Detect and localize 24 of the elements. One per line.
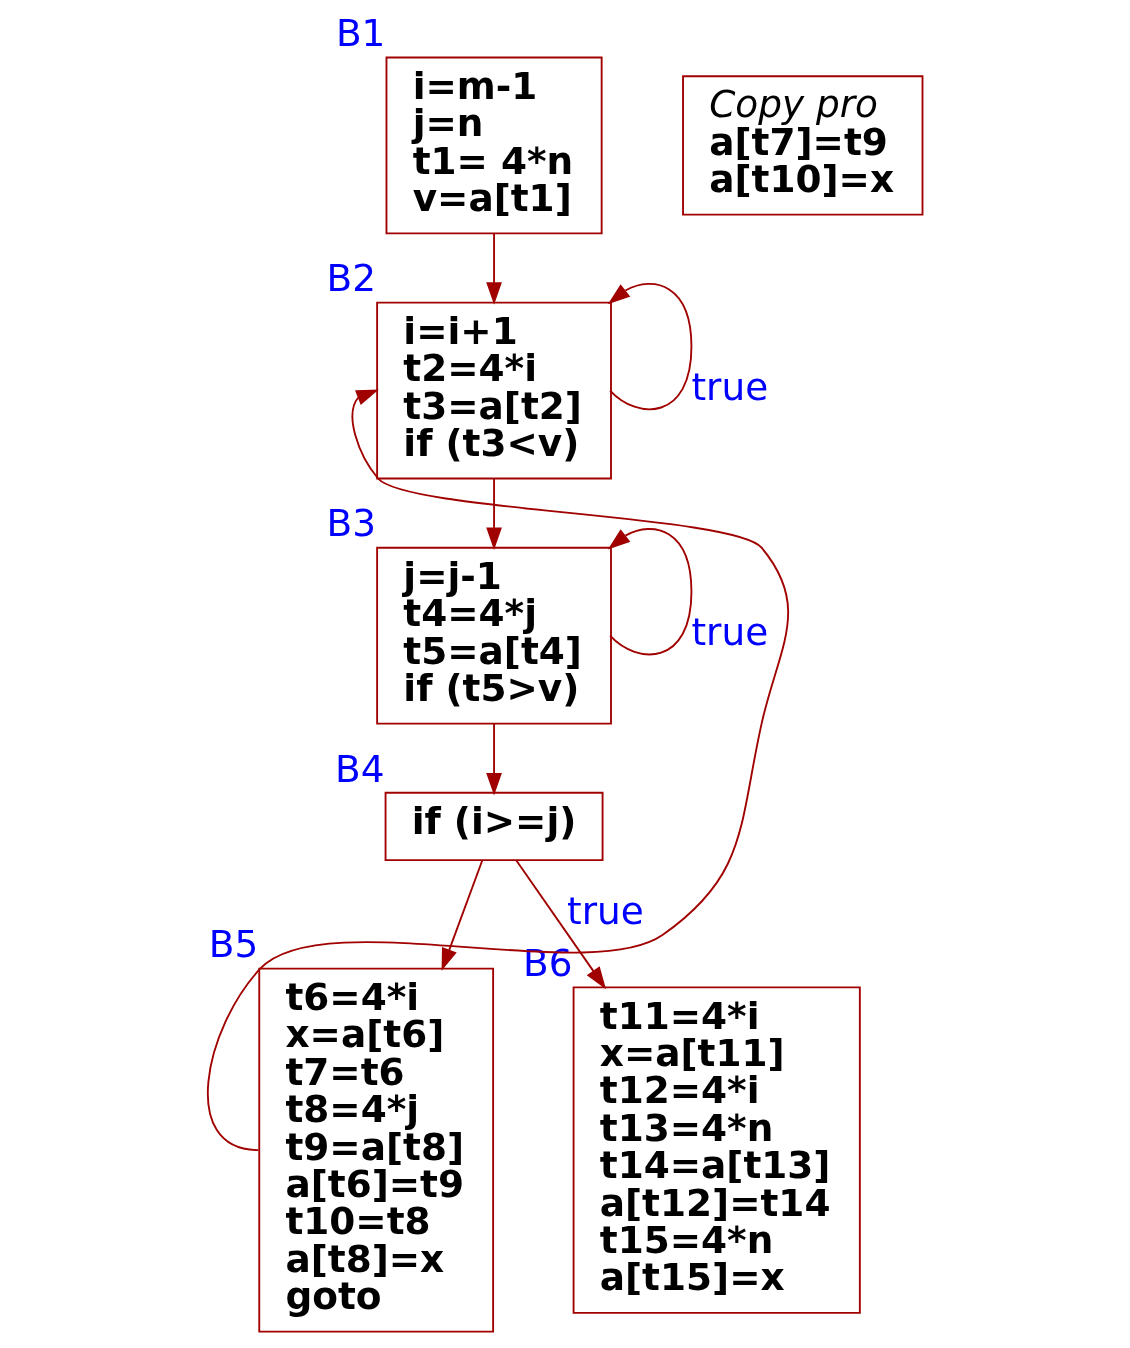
node-label: B2 xyxy=(326,256,377,301)
node-label: B3 xyxy=(326,501,377,546)
edge-label: true xyxy=(566,888,644,933)
arrow xyxy=(441,859,484,971)
node-label: B6 xyxy=(523,941,573,986)
arrow xyxy=(607,282,693,411)
node-box: i=i+1 t2=4*i t3=a[t2] if (t3<v) xyxy=(376,301,612,480)
node-box: t11=4*i x=a[t11] t12=4*i t13=4*n t14=a[t13] a[t12]=t14 t15=4*n a[t15]=x xyxy=(572,986,861,1314)
edge-label: true xyxy=(691,364,769,409)
node-label: B1 xyxy=(335,11,386,56)
node-label: B4 xyxy=(335,746,385,791)
arrow xyxy=(515,859,606,990)
arrow xyxy=(486,723,502,796)
node-box: i=m-1 j=n t1= 4*n v=a[t1] xyxy=(385,56,603,235)
node-box: j=j-1 t4=4*j t5=a[t4] if (t5>v) xyxy=(376,546,612,725)
node-box: Copy pro a[t7]=t9 a[t10]=x xyxy=(682,75,924,216)
node-box: if (i>=j) xyxy=(384,791,604,862)
arrow xyxy=(607,528,693,656)
arrow xyxy=(207,389,790,1152)
arrow xyxy=(486,477,502,550)
node-box: t6=4*i x=a[t6] t7=t6 t8=4*j t9=a[t8] a[t6]=t9 t10=t8 a[t8]=x goto xyxy=(258,967,495,1333)
arrow xyxy=(486,232,502,305)
node-label: B5 xyxy=(208,922,259,967)
edge-label: true xyxy=(691,610,769,654)
